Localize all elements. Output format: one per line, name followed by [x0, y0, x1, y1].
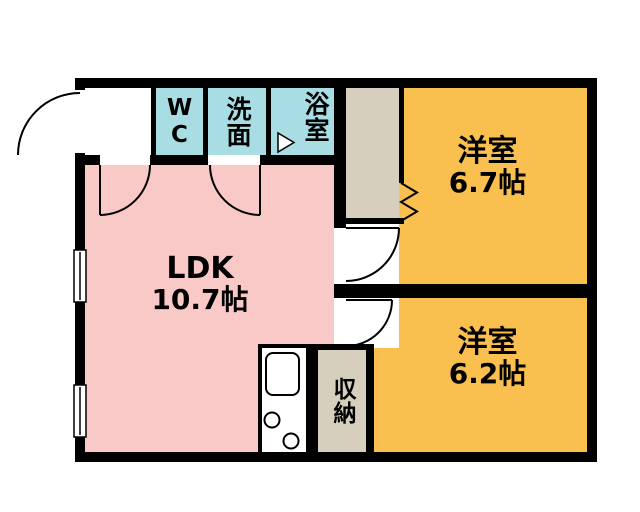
wall-hallway-bottom: [346, 218, 404, 224]
western-1-size: 6.7帖: [448, 166, 527, 199]
wall-entry-wc: [151, 88, 156, 155]
wall-washroom-bathroom: [266, 88, 271, 155]
western-1-label: 洋室 6.7帖: [380, 135, 595, 199]
western-2-size: 6.2帖: [448, 357, 527, 390]
wall-toprow-a: [85, 155, 100, 165]
wall-wc-washroom: [203, 88, 208, 155]
wall-kitchen-storage: [306, 344, 318, 452]
wall-between-western-rooms: [334, 284, 587, 298]
storage-label: 収納: [329, 377, 355, 425]
ldk-size: 10.7帖: [151, 283, 249, 316]
room-storage: 収納: [318, 350, 366, 452]
bathroom-label: 浴室: [301, 91, 330, 143]
wc-label: WC: [166, 94, 193, 149]
wall-hallway-right: [399, 88, 404, 183]
entrance-door-swing-icon: [17, 92, 81, 156]
wall-storage-right: [366, 344, 374, 452]
wall-top: [75, 78, 597, 88]
ldk-label: LDK 10.7帖: [100, 252, 300, 316]
door-clearance-western-1: [346, 224, 399, 284]
room-entry: [85, 88, 151, 155]
washroom-label: 洗面: [223, 95, 252, 148]
wall-toprow-c: [260, 155, 334, 165]
room-wc: WC: [156, 88, 203, 155]
kitchen-counter: [258, 344, 306, 452]
wall-right: [587, 78, 597, 462]
ldk-name: LDK: [166, 251, 234, 286]
wall-bottom: [75, 452, 597, 462]
room-washroom: 洗面: [208, 88, 266, 155]
western-1-name: 洋室: [457, 134, 518, 169]
wall-storage-top: [318, 344, 374, 350]
wall-toprow-b: [150, 155, 208, 165]
western-2-name: 洋室: [457, 325, 518, 360]
room-bathroom: 浴室: [271, 88, 334, 155]
western-2-label: 洋室 6.2帖: [380, 326, 595, 390]
wall-left: [75, 78, 85, 462]
hallway-strip: [346, 88, 399, 218]
wall-ldk-right-upper: [334, 88, 346, 228]
